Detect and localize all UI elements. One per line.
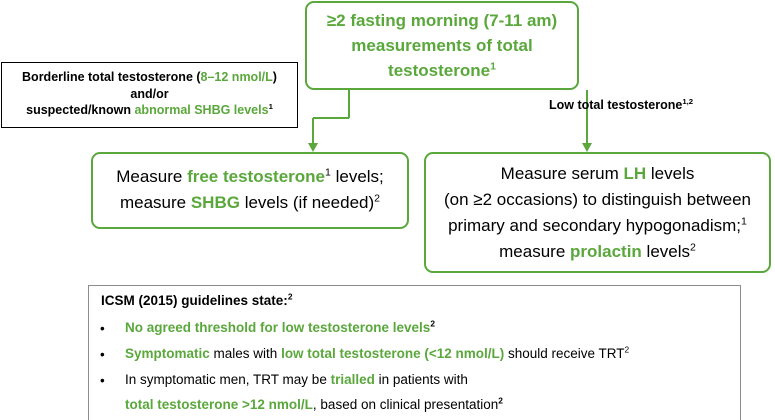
borderline-text: Borderline total testosterone ( xyxy=(22,70,201,84)
icsm-title-ref: 2 xyxy=(287,291,293,302)
free-box-text4: levels (if needed) xyxy=(239,193,375,212)
free-box-text3: measure xyxy=(119,193,191,212)
icsm-title-text: ICSM (2015) guidelines state: xyxy=(101,293,288,308)
lh-highlight: LH xyxy=(623,164,647,183)
fasting-measurement-box: ≥2 fasting morning (7-11 am) measurement… xyxy=(305,1,579,90)
guideline-2-text1: males with xyxy=(209,346,282,361)
guideline-3-trialled: trialled xyxy=(330,372,375,387)
low-label-text: Low total testosterone xyxy=(549,98,683,112)
guideline-2-symptomatic: Symptomatic xyxy=(125,346,210,361)
shbg-suspected-text: suspected/known xyxy=(26,103,135,117)
guideline-3-text3: , based on clinical presentation xyxy=(312,397,499,412)
guideline-2-low-tt: low total testosterone (<12 nmol/L) xyxy=(281,346,505,361)
borderline-close: ) xyxy=(272,70,277,84)
lh-box-ref2: 2 xyxy=(690,241,696,254)
lh-box-line3: primary and secondary hypogonadism; xyxy=(448,216,742,235)
icsm-title: ICSM (2015) guidelines state:2 xyxy=(101,291,293,308)
abnormal-shbg-text: abnormal SHBG levels xyxy=(134,103,269,117)
lh-box-text5: levels xyxy=(641,242,690,261)
free-box-ref1: 1 xyxy=(325,166,331,179)
bullet-marker-1: • xyxy=(100,321,105,336)
guideline-2-text2: should receive TRT xyxy=(504,346,625,361)
lh-box-text4: measure xyxy=(499,242,571,261)
free-testosterone-highlight: free testosterone xyxy=(187,167,326,186)
low-testosterone-label: Low total testosterone1,2 xyxy=(549,96,694,112)
guideline-1-text: No agreed threshold for low testosterone… xyxy=(125,320,431,335)
guideline-item-3-line2: total testosterone >12 nmol/L, based on … xyxy=(125,395,503,412)
guideline-3-text2: in patients with xyxy=(374,372,468,387)
lh-box-ref1: 1 xyxy=(741,215,747,228)
guideline-3-text1: In symptomatic men, TRT may be xyxy=(125,372,331,387)
borderline-range: 8–12 nmol/L xyxy=(200,70,273,84)
lh-box-text1: Measure serum xyxy=(500,164,624,183)
borderline-andor: and/or xyxy=(130,86,169,101)
guideline-1-ref: 2 xyxy=(430,318,435,329)
top-box-line1: ≥2 fasting morning (7-11 am) xyxy=(326,11,558,30)
lh-measurement-box: Measure serum LH levels (on ≥2 occasions… xyxy=(424,152,771,273)
prolactin-highlight: prolactin xyxy=(570,242,642,261)
guideline-3-ref: 2 xyxy=(498,395,503,406)
shbg-highlight: SHBG xyxy=(190,193,240,212)
top-box-ref: 1 xyxy=(490,60,496,73)
bullet-marker-3: • xyxy=(100,373,105,388)
guideline-3-threshold: total testosterone >12 nmol/L xyxy=(125,397,313,412)
lh-box-text2: levels xyxy=(646,164,695,183)
free-testosterone-box: Measure free testosterone1 levels; measu… xyxy=(91,152,409,229)
guideline-2-ref: 2 xyxy=(624,344,630,355)
bullet-marker-2: • xyxy=(100,347,105,362)
free-box-text: Measure xyxy=(116,167,188,186)
borderline-testosterone-box: Borderline total testosterone (8–12 nmol… xyxy=(1,62,298,128)
lh-box-line2: (on ≥2 occasions) to distinguish between xyxy=(443,190,751,209)
free-box-ref2: 2 xyxy=(374,192,381,205)
top-box-line2: measurements of total xyxy=(351,36,533,55)
borderline-ref: 1 xyxy=(268,101,273,111)
top-box-line3: testosterone xyxy=(388,61,491,80)
low-label-ref: 1,2 xyxy=(682,96,694,106)
guideline-item-1: No agreed threshold for low testosterone… xyxy=(125,318,435,335)
guideline-item-2: Symptomatic males with low total testost… xyxy=(125,344,630,361)
icsm-guidelines-box: ICSM (2015) guidelines state:2 • No agre… xyxy=(88,285,741,420)
free-box-text2: levels; xyxy=(330,167,384,186)
guideline-item-3: In symptomatic men, TRT may be trialled … xyxy=(125,372,468,387)
